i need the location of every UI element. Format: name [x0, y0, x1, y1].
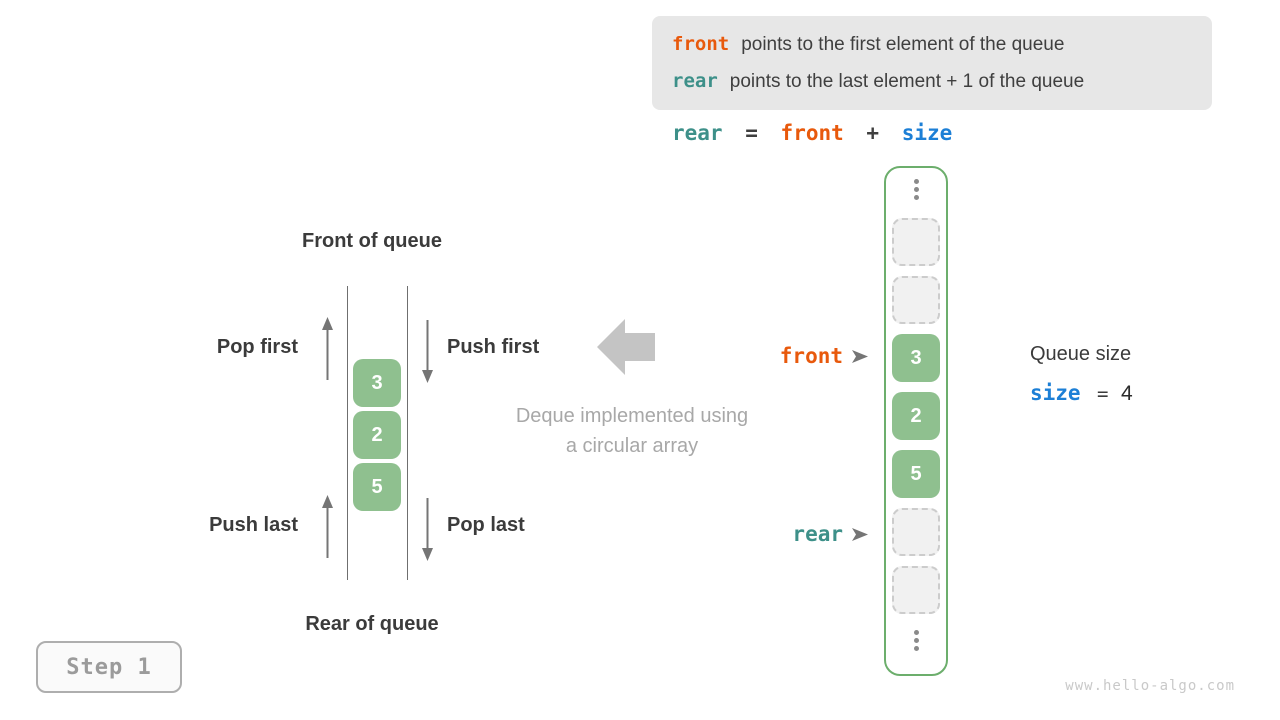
size-equals: = [1097, 383, 1109, 405]
ellipsis-icon [884, 179, 948, 200]
front-of-queue-label: Front of queue [302, 230, 442, 252]
front-pointer-row: front [690, 344, 868, 368]
deque-channel-left-line [347, 286, 348, 580]
formula-size: size [901, 121, 953, 145]
deque-value-box: 5 [353, 463, 401, 511]
queue-size-value-line: size = 4 [1030, 381, 1133, 406]
ellipsis-icon [884, 630, 948, 651]
push-first-label: Push first [447, 336, 540, 358]
front-definition-line: front points to the first element of the … [672, 26, 1212, 63]
rear-definition-text: points to the last element + 1 of the qu… [729, 71, 1085, 92]
size-variable: size [1030, 381, 1081, 405]
watermark: www.hello-algo.com [1065, 678, 1235, 694]
up-arrow-icon [322, 317, 333, 380]
formula-rear: rear [672, 121, 723, 145]
rear-keyword: rear [672, 70, 718, 92]
down-arrow-icon [422, 320, 433, 383]
right-pointer-icon [852, 349, 868, 363]
array-cell-value: 5 [892, 450, 940, 498]
array-cell-value: 3 [892, 334, 940, 382]
caption-line-2: a circular array [565, 435, 699, 457]
step-badge: Step 1 [36, 641, 182, 693]
rear-pointer-row: rear [690, 522, 868, 546]
deque-value-box: 2 [353, 411, 401, 459]
formula-plus: + [866, 121, 880, 145]
caption-line-1: Deque implemented using [515, 405, 749, 427]
pointer-definitions-box: front points to the first element of the … [652, 16, 1212, 110]
array-cell-empty [892, 218, 940, 266]
front-pointer-label: front [779, 344, 843, 368]
rear-pointer-label: rear [792, 522, 843, 546]
deque-value-box: 3 [353, 359, 401, 407]
down-arrow-icon [422, 498, 433, 561]
formula-equals: = [745, 121, 758, 145]
figure-caption: Deque implemented using a circular array [492, 401, 772, 461]
size-value: 4 [1120, 382, 1133, 405]
queue-size-title: Queue size [1030, 343, 1132, 365]
pop-first-label: Pop first [216, 336, 298, 358]
pop-last-label: Pop last [447, 514, 525, 536]
left-block-arrow-icon [597, 319, 655, 375]
formula-front: front [780, 121, 844, 145]
step-badge-label: Step 1 [66, 654, 152, 680]
deque-channel-right-line [407, 286, 408, 580]
array-cell-empty [892, 276, 940, 324]
array-cell-empty [892, 566, 940, 614]
rear-definition-line: rear points to the last element + 1 of th… [672, 63, 1212, 100]
array-cell-empty [892, 508, 940, 556]
push-last-label: Push last [209, 514, 298, 536]
array-cell-value: 2 [892, 392, 940, 440]
front-definition-text: points to the first element of the queue [741, 34, 1065, 55]
up-arrow-icon [322, 495, 333, 558]
rear-of-queue-label: Rear of queue [305, 613, 439, 635]
right-pointer-icon [852, 527, 868, 541]
front-keyword: front [672, 33, 730, 55]
rear-formula: rear = front + size [672, 121, 952, 145]
